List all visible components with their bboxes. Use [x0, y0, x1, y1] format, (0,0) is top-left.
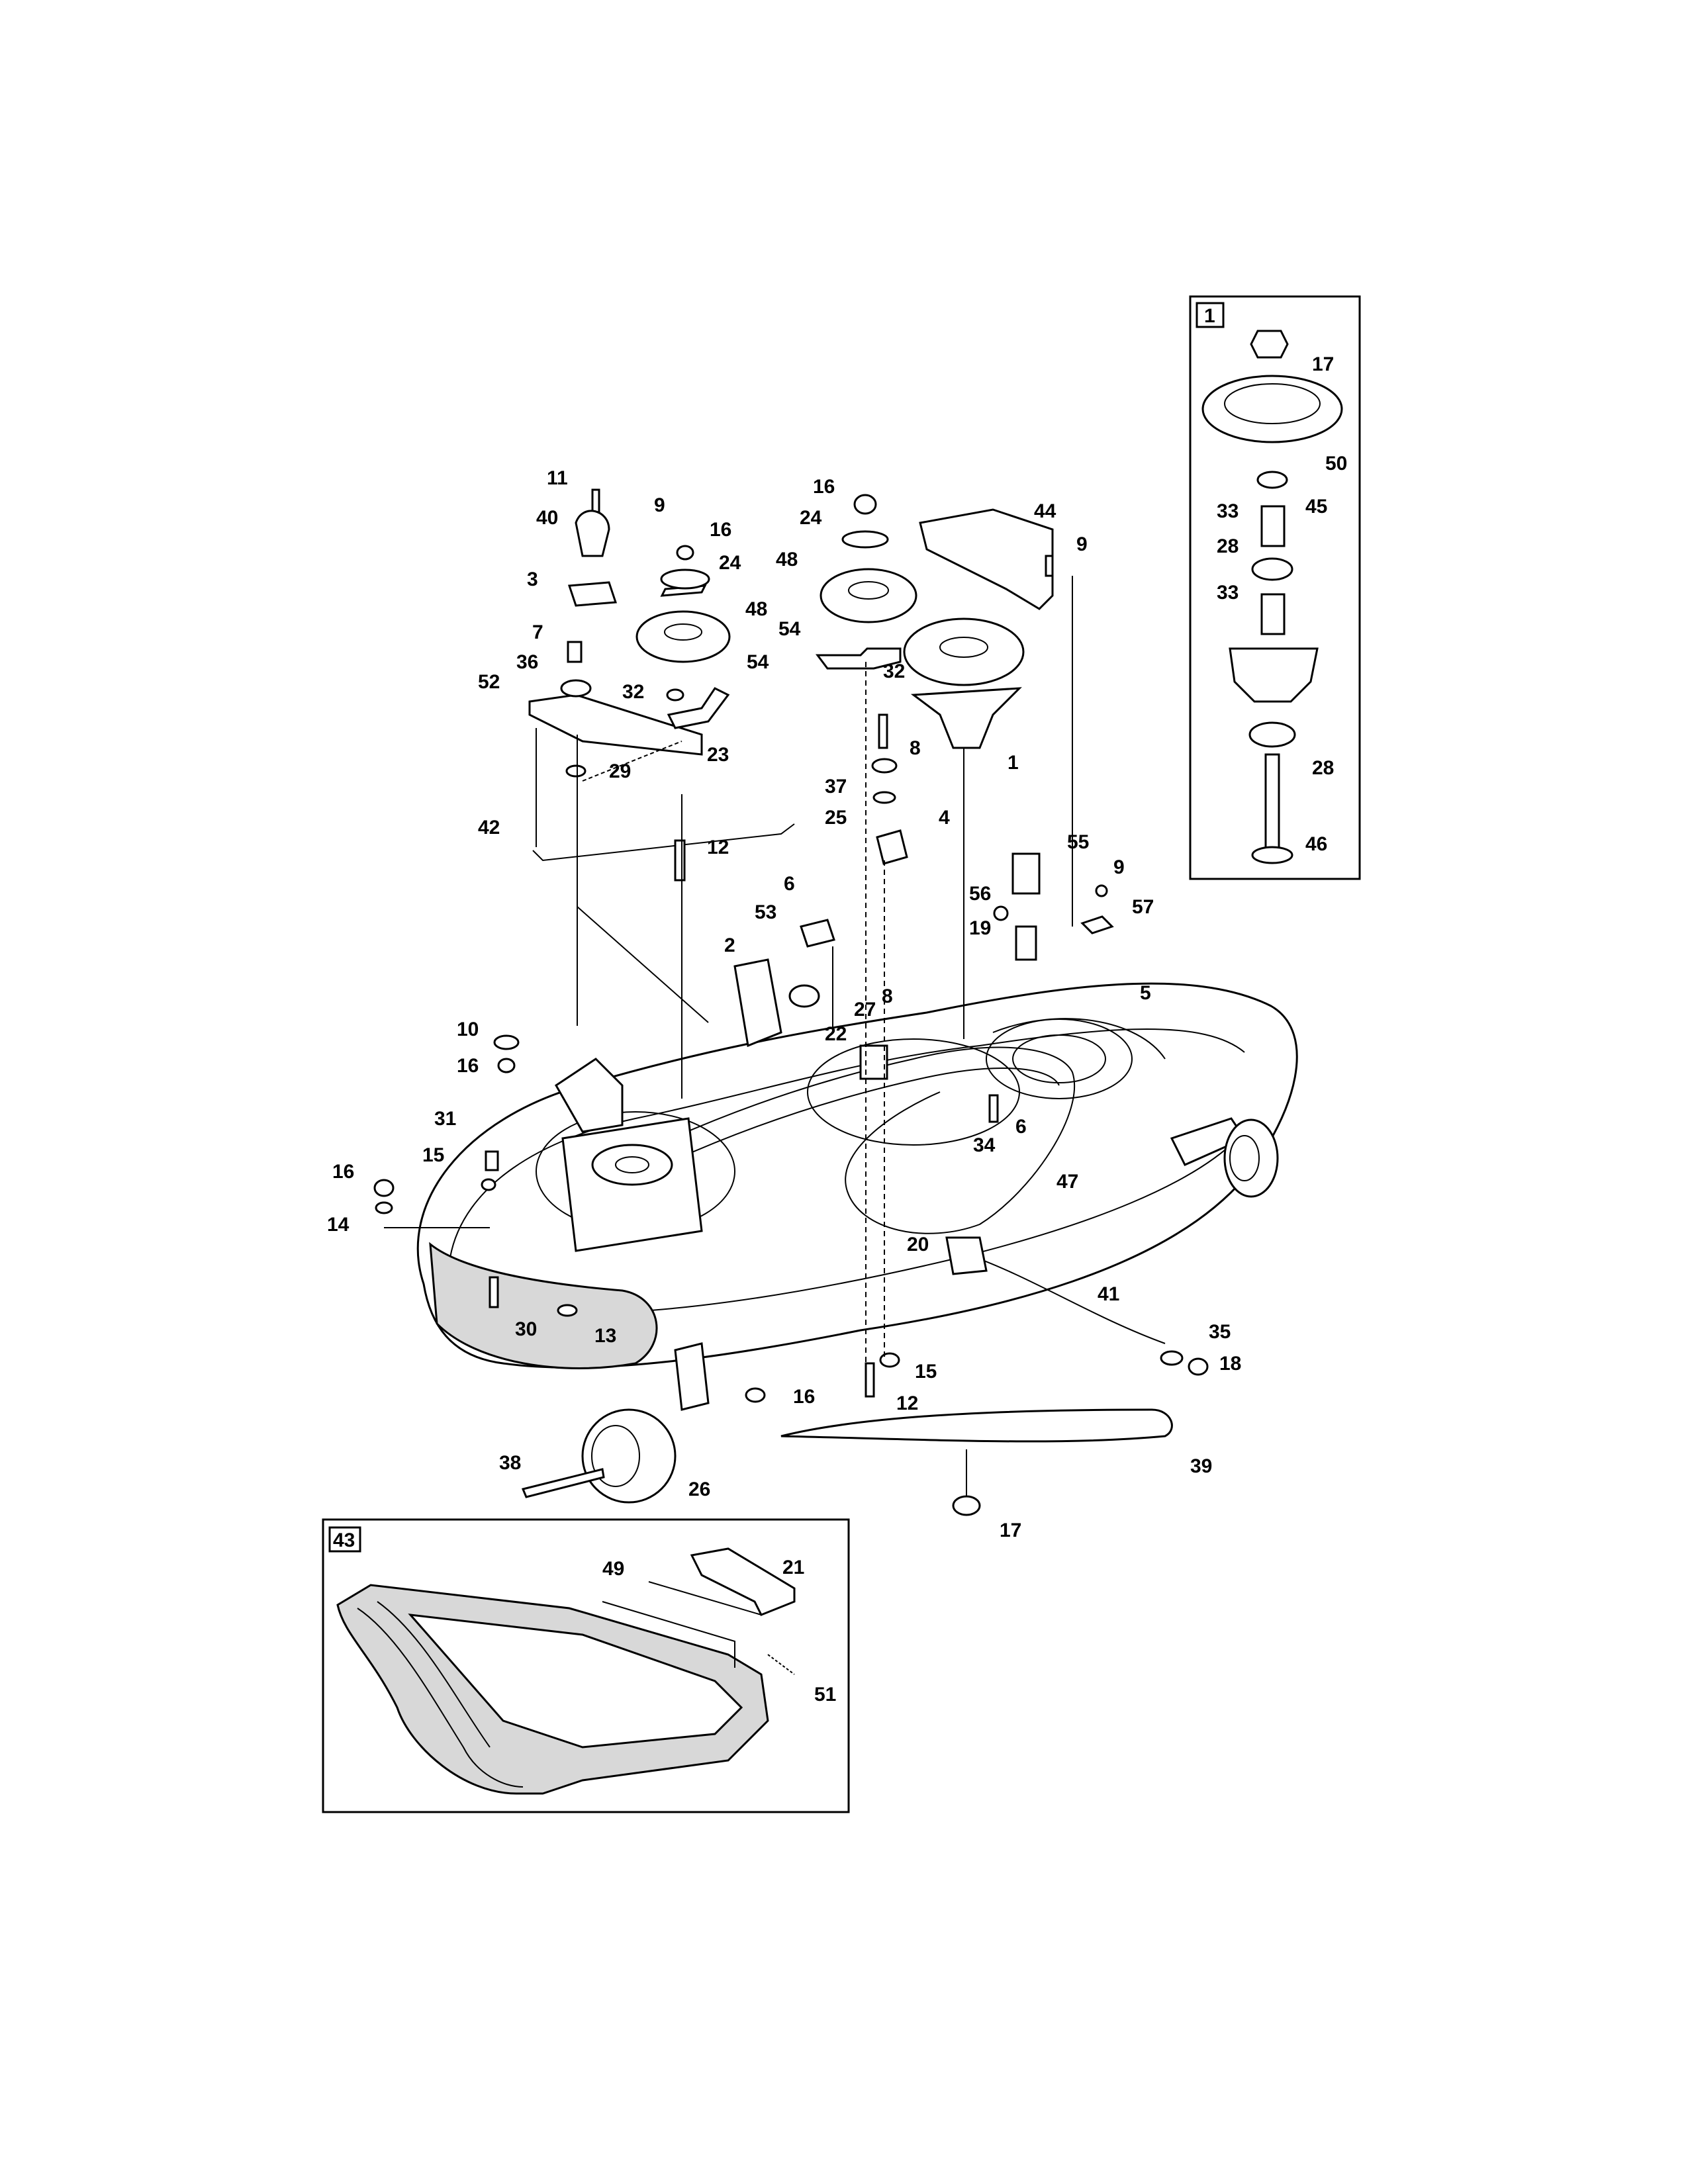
inset-chute-callout: 21	[782, 1557, 804, 1578]
callout: 15	[915, 1361, 937, 1383]
callout: 23	[707, 744, 729, 766]
callout: 24	[719, 552, 741, 574]
callout: 12	[707, 837, 729, 858]
callout: 18	[1219, 1353, 1241, 1375]
inset-spindle-callout: 33	[1217, 500, 1239, 522]
mower-deck-shell	[416, 982, 1298, 1504]
callout: 10	[457, 1019, 479, 1040]
callout: 37	[825, 776, 847, 797]
callout: 6	[784, 873, 795, 895]
callout: 6	[1015, 1116, 1027, 1138]
callout: 56	[969, 883, 991, 905]
deck-hardware	[373, 1034, 1209, 1516]
callout: 16	[457, 1055, 479, 1077]
callout: 32	[883, 660, 905, 682]
callout: 5	[1140, 982, 1151, 1004]
idler-arm-assembly-left	[528, 488, 795, 882]
callout: 42	[478, 817, 500, 839]
inset-spindle-callout: 50	[1325, 453, 1347, 475]
callout: 39	[1190, 1455, 1212, 1477]
inset-spindle-box: 1 17 50 45 33 28 33 28 46	[1189, 295, 1361, 880]
callout: 57	[1132, 896, 1154, 918]
spindle-assembly-main	[903, 508, 1114, 1039]
callout: 34	[973, 1134, 996, 1156]
callout: 54	[778, 618, 801, 640]
inset-chute-label: 43	[333, 1529, 355, 1551]
callout: 44	[1034, 500, 1056, 522]
callout: 8	[910, 737, 921, 759]
callout: 30	[515, 1318, 537, 1340]
inset-spindle-callout: 28	[1217, 535, 1239, 557]
callout: 7	[532, 621, 543, 643]
callout: 26	[688, 1479, 710, 1500]
callout: 4	[939, 807, 950, 829]
callout-labels: 11 9 40 16 24 48 3 7 36 52 32 54 29 23 4…	[327, 467, 1241, 1541]
callout: 32	[622, 681, 644, 703]
callout: 35	[1209, 1321, 1231, 1343]
callout: 31	[434, 1108, 456, 1130]
callout: 2	[724, 934, 735, 956]
callout: 3	[527, 569, 538, 590]
callout: 48	[745, 598, 767, 620]
inset-spindle-label: 1	[1204, 305, 1215, 327]
inset-spindle-callout: 28	[1312, 757, 1334, 779]
idler-pulley-assembly-center	[733, 494, 917, 1048]
callout: 53	[755, 901, 776, 923]
inset-spindle-callout: 45	[1305, 496, 1327, 518]
inset-chute-callout: 51	[814, 1684, 836, 1706]
callout: 16	[710, 519, 731, 541]
callout: 20	[907, 1234, 929, 1255]
callout: 55	[1067, 831, 1089, 853]
callout: 25	[825, 807, 847, 829]
callout: 16	[813, 476, 835, 498]
callout: 27	[854, 999, 876, 1021]
callout: 36	[516, 651, 538, 673]
reference-lines	[384, 576, 1073, 1496]
callout: 16	[332, 1161, 354, 1183]
callout: 9	[654, 494, 665, 516]
callout: 9	[1113, 856, 1125, 878]
callout: 48	[776, 549, 798, 570]
inset-spindle-callout: 17	[1312, 353, 1334, 375]
callout: 24	[800, 507, 822, 529]
inset-spindle-callout: 46	[1305, 833, 1327, 855]
callout: 29	[609, 760, 631, 782]
callout: 8	[882, 985, 893, 1007]
callout: 9	[1076, 533, 1088, 555]
inset-spindle-callout: 33	[1217, 582, 1239, 604]
callout: 1	[1008, 752, 1019, 774]
callout: 13	[594, 1325, 616, 1347]
callout: 22	[825, 1023, 847, 1045]
callout: 19	[969, 917, 991, 939]
callout: 11	[547, 467, 568, 489]
callout: 38	[499, 1452, 521, 1474]
callout: 54	[747, 651, 769, 673]
callout: 15	[422, 1144, 444, 1166]
callout: 17	[1000, 1520, 1021, 1541]
inset-chute-callout: 49	[602, 1558, 624, 1580]
callout: 41	[1098, 1283, 1119, 1305]
callout: 47	[1056, 1171, 1078, 1193]
callout: 16	[793, 1386, 815, 1408]
callout: 52	[478, 671, 500, 693]
inset-chute-box: 43 49 21 51	[322, 1518, 850, 1813]
callout: 12	[896, 1392, 918, 1414]
callout: 14	[327, 1214, 350, 1236]
callout: 40	[536, 507, 558, 529]
